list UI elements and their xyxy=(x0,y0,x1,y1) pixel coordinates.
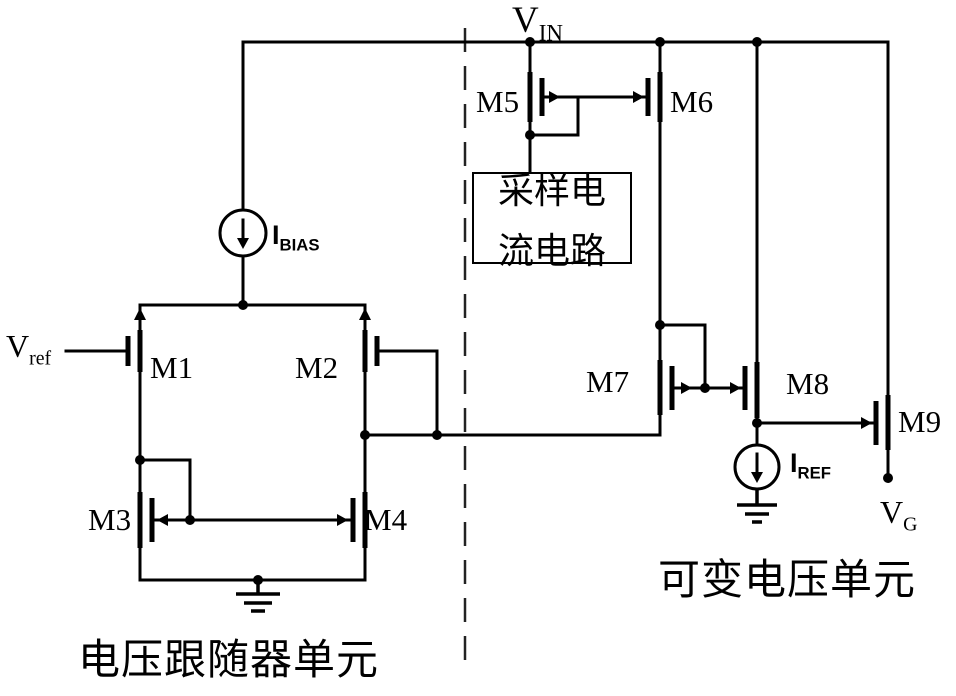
m8-label: M8 xyxy=(786,366,830,401)
sampling-box-line2: 流电路 xyxy=(497,231,606,271)
vg-label: VG xyxy=(880,496,917,535)
sampling-box-line1: 采样电 xyxy=(497,171,606,211)
label-sub: BIAS xyxy=(279,235,320,255)
m2-label: M2 xyxy=(295,350,339,385)
transistor-m2 xyxy=(359,308,380,372)
transistor-m9 xyxy=(861,395,891,450)
label-main: I xyxy=(272,220,280,250)
transistor-m5 xyxy=(527,72,560,122)
label-main: V xyxy=(880,494,904,530)
m9-label: M9 xyxy=(898,404,942,439)
iref-label: IREF xyxy=(790,450,831,482)
transistor-m7 xyxy=(657,360,692,415)
m6-label: M6 xyxy=(670,84,714,119)
sampling-circuit-box: 采样电 流电路 xyxy=(472,171,632,271)
transistor-m1 xyxy=(125,308,146,372)
m3-label: M3 xyxy=(88,502,132,537)
transistor-m3 xyxy=(137,492,168,548)
left-unit-label: 电压跟随器单元 xyxy=(78,638,380,684)
vin-label: VIN xyxy=(512,2,563,45)
current-source-iref xyxy=(733,443,781,491)
right-unit-label: 可变电压单元 xyxy=(658,558,917,604)
label-sub: IN xyxy=(538,20,563,46)
label-main: I xyxy=(790,448,798,478)
vref-label: Vref xyxy=(6,330,51,369)
current-source-ibias xyxy=(218,208,268,258)
transistor-m8 xyxy=(730,362,760,418)
ground-symbol-right xyxy=(737,489,777,524)
m5-label: M5 xyxy=(476,84,520,119)
label-sub: ref xyxy=(29,347,52,370)
wires xyxy=(64,40,890,582)
label-main: V xyxy=(512,0,539,41)
transistor-m4 xyxy=(337,492,368,548)
label-main: V xyxy=(6,328,30,364)
label-sub: REF xyxy=(797,463,831,483)
label-sub: G xyxy=(903,513,918,536)
m7-label: M7 xyxy=(586,364,630,399)
ibias-label: IBIAS xyxy=(272,222,320,254)
ground-symbol-left xyxy=(236,580,280,613)
transistor-m6 xyxy=(633,72,663,122)
m1-label: M1 xyxy=(150,350,194,385)
m4-label: M4 xyxy=(364,502,408,537)
junction-dots xyxy=(135,37,893,585)
